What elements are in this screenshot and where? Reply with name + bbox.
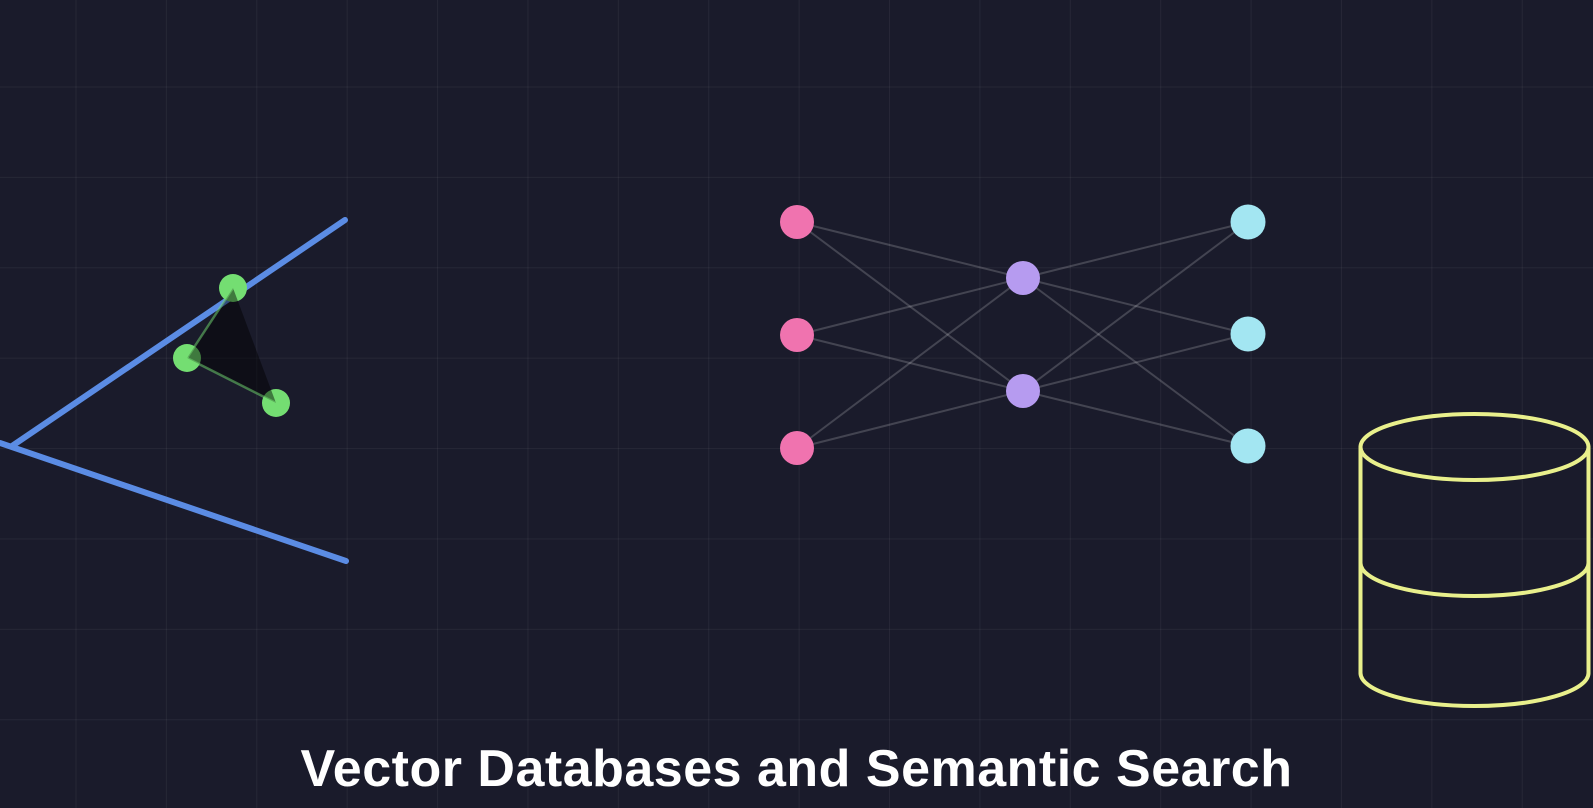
network-edge <box>796 221 1024 392</box>
network-node-hidden-layer <box>1006 374 1040 408</box>
network-edge <box>1022 333 1249 392</box>
network-edge <box>1022 221 1249 392</box>
network-node-output-layer <box>1230 316 1266 352</box>
vector-triangle-fill <box>187 288 276 403</box>
network-edge <box>1022 390 1249 447</box>
network-edge <box>1022 277 1249 447</box>
network-node-hidden-layer <box>1006 261 1040 295</box>
axis-line <box>0 440 349 564</box>
network-edge <box>1022 221 1249 279</box>
network-node-output-layer <box>1230 428 1266 464</box>
network-edge <box>796 390 1024 449</box>
network-node-input-layer <box>780 205 814 239</box>
network-edge <box>1022 277 1249 335</box>
network-edge <box>796 277 1024 449</box>
network-edge <box>796 277 1024 336</box>
network-edge <box>796 221 1024 279</box>
vector-triangle-edge <box>185 287 235 359</box>
vector-triangle-edge <box>186 356 277 405</box>
network-node-output-layer <box>1230 204 1266 240</box>
axis-line <box>9 217 348 449</box>
network-edge <box>796 334 1024 392</box>
database-icon-bottom-arc <box>1358 671 1591 708</box>
network-node-input-layer <box>780 318 814 352</box>
database-icon-separator-arc <box>1358 561 1591 598</box>
database-icon-top-ellipse <box>1358 412 1591 482</box>
network-node-input-layer <box>780 431 814 465</box>
page-title: Vector Databases and Semantic Search <box>300 740 1293 798</box>
